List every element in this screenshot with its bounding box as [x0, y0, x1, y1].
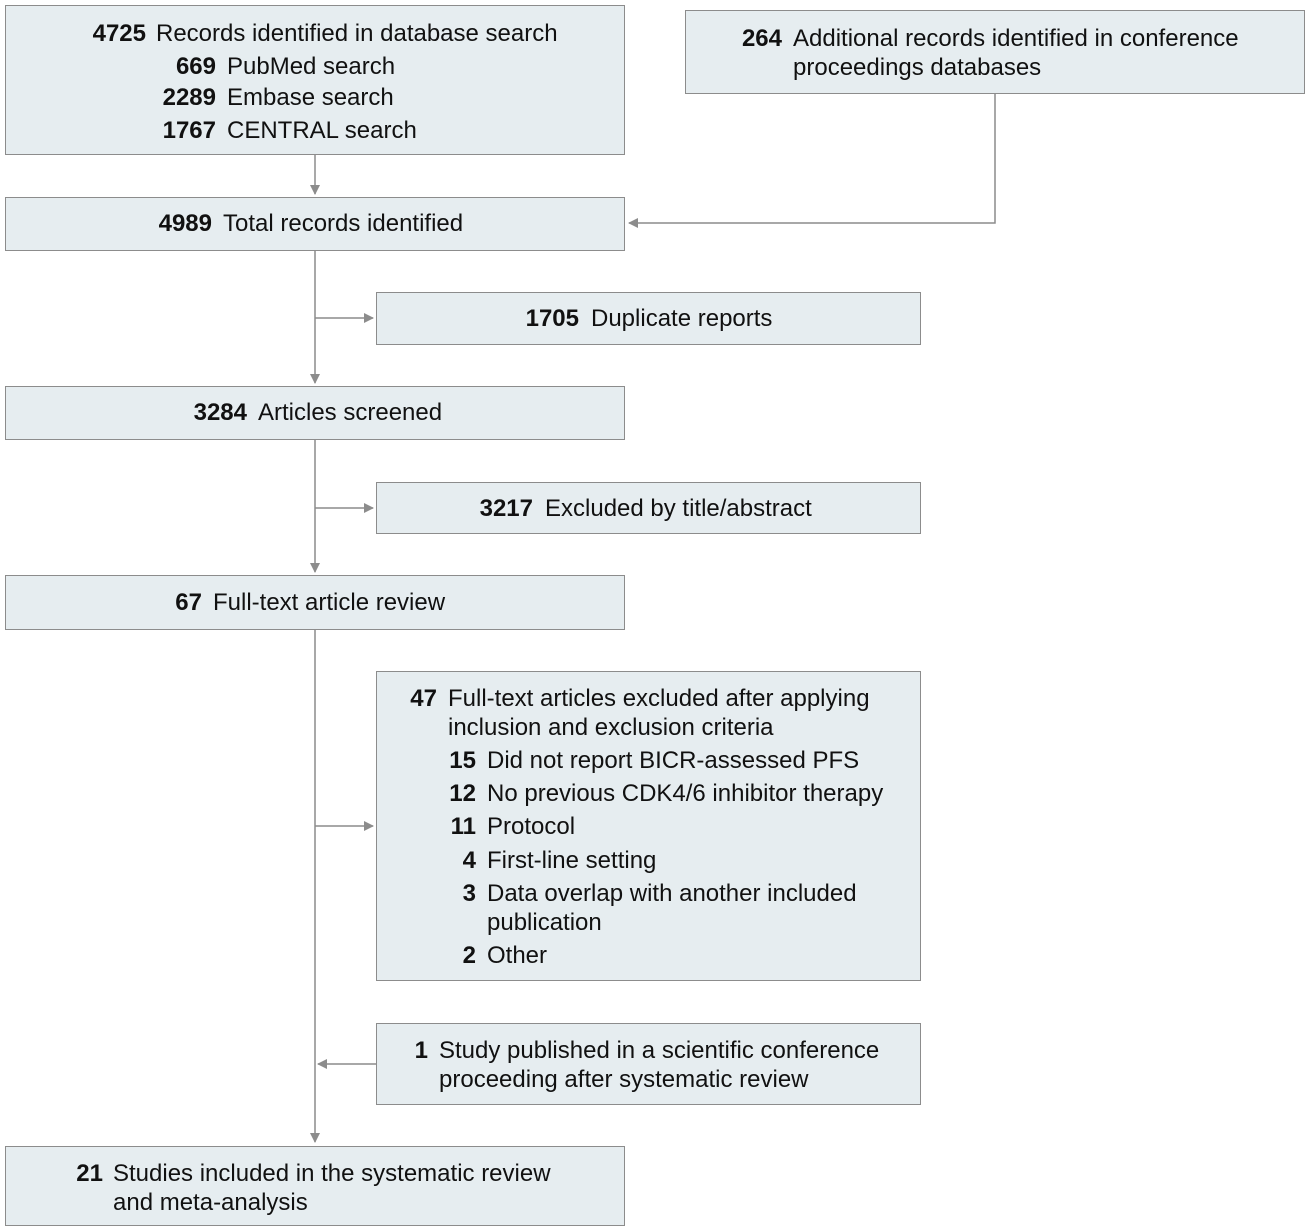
included-box: 21 Studies included in the systematic re… — [5, 1146, 625, 1226]
reason-overlap-count: 3 — [462, 880, 476, 907]
total-records-count: 4989 — [158, 210, 212, 237]
conference-added-count: 1 — [414, 1037, 428, 1064]
conference-records-count: 264 — [741, 25, 782, 52]
excluded-title-label: Excluded by title/abstract — [545, 495, 812, 522]
reason-overlap-label-line1: Data overlap with another included — [487, 880, 857, 907]
conference-added-label-line2: proceeding after systematic review — [439, 1066, 809, 1093]
total-records-label: Total records identified — [223, 210, 464, 237]
reason-bicr-count: 15 — [449, 747, 476, 774]
included-count: 21 — [76, 1160, 103, 1187]
conference-added-box: 1 Study published in a scientific confer… — [376, 1023, 921, 1105]
central-label: CENTRAL search — [227, 117, 417, 144]
reason-other-count: 2 — [462, 942, 476, 969]
duplicates-count: 1705 — [525, 305, 579, 332]
full-text-excluded-label-line2: inclusion and exclusion criteria — [448, 714, 774, 741]
reason-bicr-label: Did not report BICR-assessed PFS — [487, 747, 860, 774]
reason-first-line-count: 4 — [462, 847, 476, 874]
reason-protocol-label: Protocol — [487, 813, 576, 840]
pubmed-count: 669 — [175, 53, 216, 80]
embase-label: Embase search — [227, 84, 394, 111]
database-search-box: 4725 Records identified in database sear… — [5, 5, 625, 155]
total-records-box: 4989 Total records identified — [5, 197, 625, 251]
database-search-label: Records identified in database search — [156, 20, 558, 47]
database-search-count: 4725 — [92, 20, 146, 47]
full-text-review-count: 67 — [175, 589, 202, 616]
included-label-line2: and meta-analysis — [113, 1189, 308, 1216]
excluded-title-box: 3217 Excluded by title/abstract — [376, 482, 921, 534]
arrow-conference-to-total — [628, 93, 996, 228]
full-text-review-label: Full-text article review — [213, 589, 446, 616]
full-text-excluded-count: 47 — [410, 685, 437, 712]
duplicates-label: Duplicate reports — [591, 305, 773, 332]
conference-records-label-line2: proceedings databases — [793, 54, 1042, 81]
central-count: 1767 — [162, 117, 216, 144]
conference-records-label-line1: Additional records identified in confere… — [793, 25, 1239, 52]
full-text-excluded-label-line1: Full-text articles excluded after applyi… — [448, 685, 870, 712]
pubmed-label: PubMed search — [227, 53, 396, 80]
embase-count: 2289 — [162, 84, 216, 111]
screened-label: Articles screened — [258, 399, 443, 426]
reason-other-label: Other — [487, 942, 548, 969]
full-text-excluded-box: 47 Full-text articles excluded after app… — [376, 671, 921, 981]
reason-cdk-count: 12 — [449, 780, 476, 807]
reason-cdk-label: No previous CDK4/6 inhibitor therapy — [487, 780, 884, 807]
excluded-title-count: 3217 — [479, 495, 533, 522]
full-text-review-box: 67 Full-text article review — [5, 575, 625, 630]
conference-added-label-line1: Study published in a scientific conferen… — [439, 1037, 880, 1064]
screened-box: 3284 Articles screened — [5, 386, 625, 440]
reason-protocol-count: 11 — [450, 813, 476, 840]
reason-overlap-label-line2: publication — [487, 909, 602, 936]
screened-count: 3284 — [193, 399, 247, 426]
reason-first-line-label: First-line setting — [487, 847, 657, 874]
conference-records-box: 264 Additional records identified in con… — [685, 10, 1305, 94]
duplicates-box: 1705 Duplicate reports — [376, 292, 921, 345]
included-label-line1: Studies included in the systematic revie… — [113, 1160, 551, 1187]
